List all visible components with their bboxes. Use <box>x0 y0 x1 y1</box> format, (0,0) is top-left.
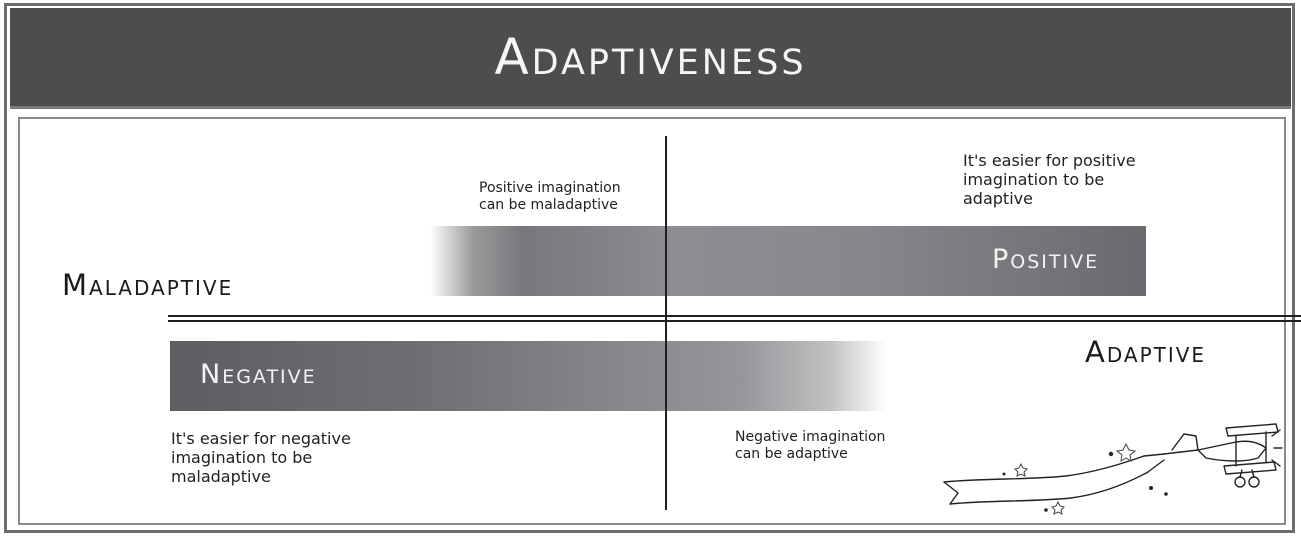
note-negative-maladaptive: It's easier for negative imagination to … <box>171 429 351 487</box>
diagram-title: Adaptiveness <box>494 28 807 86</box>
negative-bar-label: Negative <box>200 359 317 390</box>
biplane-banner-icon <box>943 423 1283 515</box>
note-positive-maladaptive: Positive imagination can be maladaptive <box>479 180 621 213</box>
title-banner: Adaptiveness <box>10 8 1291 109</box>
axis-label-maladaptive: Maladaptive <box>62 268 234 302</box>
note-negative-adaptive: Negative imagination can be adaptive <box>735 429 886 462</box>
positive-bar-label: Positive <box>992 244 1100 275</box>
positive-bar <box>430 226 1146 296</box>
note-positive-adaptive: It's easier for positive imagination to … <box>963 151 1136 209</box>
vertical-axis <box>665 136 667 510</box>
horizontal-axis-line-bottom <box>168 320 1301 322</box>
axis-label-adaptive: Adaptive <box>1085 335 1207 369</box>
negative-bar <box>170 341 886 411</box>
horizontal-axis-line-top <box>168 315 1301 317</box>
